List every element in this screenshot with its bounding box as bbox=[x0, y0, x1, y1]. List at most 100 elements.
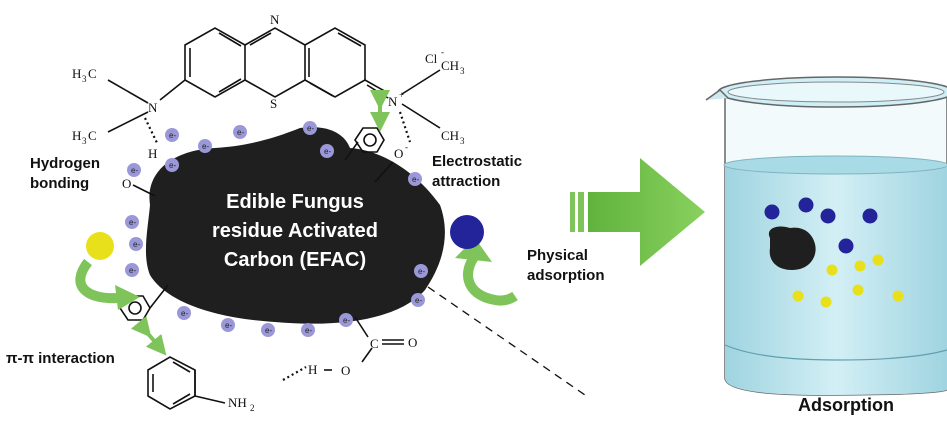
svg-text:e-: e- bbox=[202, 142, 209, 151]
electron-11: e- bbox=[408, 172, 422, 186]
molecule-atom-labels: N S Cl - N + CH 3 CH 3 N H 3 C H 3 C bbox=[72, 12, 465, 146]
yellow-ball-arrowhead bbox=[115, 285, 140, 310]
svg-text:e-: e- bbox=[305, 326, 312, 335]
beaker-yellow-ball-6 bbox=[892, 290, 904, 302]
electron-14: e- bbox=[177, 306, 191, 320]
carbon-label-line-1: Edible Fungus bbox=[226, 191, 364, 213]
carbon-label-line-2: residue Activated bbox=[212, 220, 378, 242]
ring-sulfur-label: S bbox=[270, 96, 277, 111]
hbond-dots-bottom bbox=[282, 366, 307, 381]
yellow-aniline-ball bbox=[86, 232, 114, 260]
oxide-charge: - bbox=[405, 142, 408, 152]
beaker-yellow-ball-1 bbox=[826, 264, 838, 276]
carbon-label: Edible Fungus residue Activated Carbon (… bbox=[212, 191, 378, 271]
svg-text:e-: e- bbox=[181, 309, 188, 318]
electron-8: e- bbox=[125, 215, 139, 229]
beaker-yellow-ball-5 bbox=[820, 296, 832, 308]
methyl-bottom-right-sub: 3 bbox=[460, 136, 465, 146]
physical-adsorption-label-1: Physical bbox=[527, 247, 588, 264]
pi-pi-interaction-label: π-π interaction bbox=[6, 350, 115, 367]
svg-text:e-: e- bbox=[225, 321, 232, 330]
chloride-charge: - bbox=[441, 47, 444, 57]
electron-15: e- bbox=[221, 318, 235, 332]
dotted-interaction-lines bbox=[144, 111, 412, 381]
hydroxyl-o-label: O bbox=[122, 176, 131, 191]
methylene-blue-molecule bbox=[107, 27, 441, 133]
methyl-bottom-left-sub: 3 bbox=[82, 136, 87, 146]
carboxyl-h-label: H bbox=[308, 362, 317, 377]
methyl-top-left-c: C bbox=[88, 66, 97, 81]
physical-adsorption-label-2: adsorption bbox=[527, 267, 605, 284]
beaker-carbon-particle bbox=[768, 226, 816, 270]
electron-13: e- bbox=[414, 264, 428, 278]
methyl-bottom-right: CH bbox=[441, 128, 459, 143]
beaker-blue-ball-4 bbox=[862, 208, 878, 224]
carboxyl-o-single-label: O bbox=[341, 363, 350, 378]
carbon-particle bbox=[145, 127, 445, 324]
hydroxyl-h-label: H bbox=[148, 146, 157, 161]
amine-nh-sub: 2 bbox=[250, 403, 255, 413]
beaker-yellow-ball-2 bbox=[854, 260, 866, 272]
quaternary-nitrogen-charge: + bbox=[399, 90, 404, 100]
electron-17: e- bbox=[301, 323, 315, 337]
electron-18: e- bbox=[339, 313, 353, 327]
svg-text:e-: e- bbox=[324, 147, 331, 156]
physical-adsorption-curve-arrow bbox=[463, 246, 518, 306]
hydrogen-bonding-label-2: bonding bbox=[30, 175, 89, 192]
hbond-dots-top bbox=[144, 117, 159, 146]
process-arrow bbox=[570, 158, 705, 266]
electron-4: e- bbox=[303, 121, 317, 135]
beaker-spout bbox=[705, 89, 729, 101]
dashed-pointer-line bbox=[427, 286, 586, 396]
surface-electrons: e-e-e-e-e-e-e-e-e-e-e-e-e-e-e-e-e-e- bbox=[125, 121, 428, 337]
svg-text:e-: e- bbox=[418, 267, 425, 276]
ring-nitrogen-label: N bbox=[270, 12, 280, 27]
beaker-blue-ball-2 bbox=[798, 197, 814, 213]
beaker-yellow-ball-3 bbox=[872, 254, 884, 266]
electron-3: e- bbox=[233, 125, 247, 139]
beaker-blue-ball-5 bbox=[838, 238, 854, 254]
methyl-bottom-left-c: C bbox=[88, 128, 97, 143]
methyl-top-left-h: H bbox=[72, 66, 81, 81]
methyl-top-right: CH bbox=[441, 58, 459, 73]
electron-1: e- bbox=[165, 128, 179, 142]
svg-text:e-: e- bbox=[169, 131, 176, 140]
physical-adsorption-arrowhead bbox=[455, 238, 492, 262]
mechanism-labels: Hydrogen bonding Electrostatic attractio… bbox=[6, 153, 605, 367]
electron-6: e- bbox=[127, 163, 141, 177]
svg-text:e-: e- bbox=[169, 161, 176, 170]
chloride-label: Cl bbox=[425, 51, 438, 66]
carboxyl-o-double-label: O bbox=[408, 335, 417, 350]
electron-12: e- bbox=[411, 293, 425, 307]
interaction-arrows bbox=[130, 90, 390, 356]
svg-text:e-: e- bbox=[133, 240, 140, 249]
svg-text:e-: e- bbox=[412, 175, 419, 184]
electrostatic-label-1: Electrostatic bbox=[432, 153, 522, 170]
oxide-o-label: O bbox=[394, 146, 403, 161]
svg-text:e-: e- bbox=[129, 218, 136, 227]
blue-dye-molecule-ball bbox=[450, 215, 484, 249]
beaker-blue-ball-3 bbox=[820, 208, 836, 224]
beaker-yellow-ball-7 bbox=[792, 290, 804, 302]
beaker-water bbox=[725, 165, 947, 395]
methyl-top-left-sub: 3 bbox=[82, 74, 87, 84]
svg-text:e-: e- bbox=[265, 326, 272, 335]
quaternary-nitrogen-label: N bbox=[388, 94, 398, 109]
beaker bbox=[705, 76, 947, 396]
carboxyl-c-label: C bbox=[370, 336, 379, 351]
yellow-ball-curve-arrow bbox=[75, 258, 121, 304]
electron-10: e- bbox=[125, 263, 139, 277]
methyl-top-right-sub: 3 bbox=[460, 66, 465, 76]
amine-nh-label: NH bbox=[228, 395, 247, 410]
beaker-blue-ball-1 bbox=[764, 204, 780, 220]
beaker-particles bbox=[764, 197, 904, 308]
electron-9: e- bbox=[129, 237, 143, 251]
svg-text:e-: e- bbox=[131, 166, 138, 175]
amine-nitrogen-label: N bbox=[148, 100, 158, 115]
svg-text:e-: e- bbox=[307, 124, 314, 133]
hydrogen-bonding-label-1: Hydrogen bbox=[30, 155, 100, 172]
svg-text:e-: e- bbox=[343, 316, 350, 325]
adsorption-label: Adsorption bbox=[798, 395, 894, 415]
